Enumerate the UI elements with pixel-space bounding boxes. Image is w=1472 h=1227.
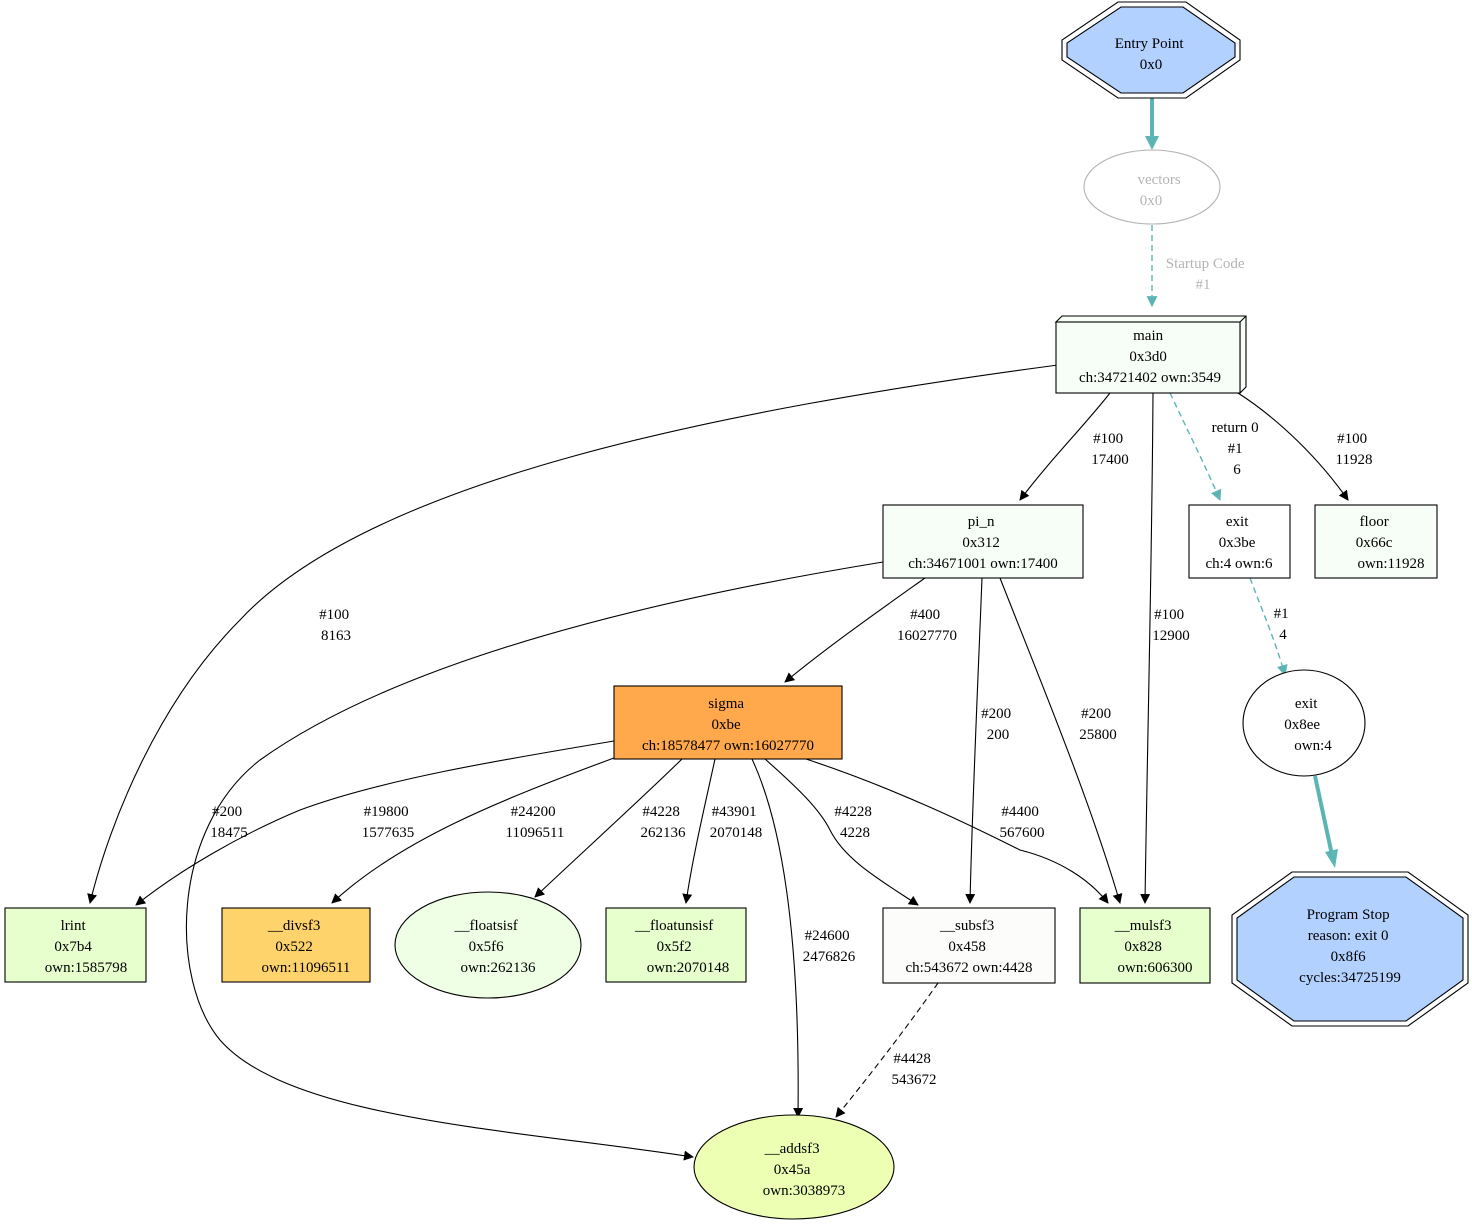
node-entry-point-fill — [1066, 6, 1236, 94]
node-sigma: sigma 0xbe ch:18578477 own:16027770 — [613, 685, 843, 760]
node-entry-point: Entry Point 0x0 — [1061, 1, 1241, 99]
edge-exit-stop — [1313, 775, 1334, 856]
svg-text:Entry Point 0x0: Entry Point 0x0 — [1115, 36, 1188, 73]
svg-text:__divsf3 0x522: __divsf3 0x522 own:11096511 — [262, 918, 351, 976]
edge-main-floor — [1237, 392, 1349, 501]
edge-main-lrint — [87, 364, 1059, 904]
edge-sigma-floatunsisf — [682, 758, 716, 904]
edge-label-exit-exit: #1 4 — [1274, 606, 1293, 643]
edges — [87, 98, 1349, 1161]
node-subsf3: __subsf3 0x458 ch:543672 own:4428 — [882, 907, 1056, 984]
edge-sigma-mulsf3 — [805, 758, 1109, 904]
edge-sigma-lrint — [135, 740, 615, 906]
node-program-stop-fill — [1236, 876, 1464, 1022]
edge-sigma-subsf3 — [764, 758, 919, 906]
edge-label-subsf3-addsf3: #4428 543672 — [892, 1051, 937, 1088]
edge-main-mulsf3 — [1140, 392, 1154, 904]
edge-label-pin-subsf3: #200 200 — [981, 706, 1015, 743]
node-floatsisf: __floatsisf 0x5f6 own:262136 — [394, 891, 582, 999]
svg-text:__addsf3 0x45a: __addsf3 0x45a own:3038973 — [763, 1141, 846, 1199]
edge-pin-subsf3 — [965, 577, 983, 904]
nodes: Entry Point 0x0 vectors 0x0 main 0x3d0 c… — [4, 1, 1469, 1220]
edge-sigma-floatsisf — [534, 758, 683, 898]
node-mulsf3: __mulsf3 0x828 own:606300 — [1079, 907, 1211, 984]
node-main: main 0x3d0 ch:34721402 own:3549 — [1054, 315, 1247, 395]
edge-label-main-exit: return 0 #1 6 — [1212, 420, 1263, 478]
edge-label-sigma-floatsisf: #4228 262136 — [641, 804, 687, 841]
edge-main-exit — [1169, 392, 1222, 502]
edge-subsf3-addsf3 — [835, 982, 939, 1118]
svg-text:exit 0x8ee own: exit 0x8ee own:4 — [1284, 696, 1332, 754]
node-floatunsisf: __floatunsisf 0x5f2 own:2070148 — [605, 907, 747, 983]
node-addsf3: __addsf3 0x45a own:3038973 — [693, 1114, 895, 1220]
edge-labels: Startup Code #1 #100 8163 #100 17400 #10… — [210, 256, 1372, 1088]
edge-pin-mulsf3 — [999, 577, 1123, 904]
node-floor: floor 0x66c own:11928 — [1314, 504, 1438, 579]
edge-main-pin — [1019, 392, 1111, 501]
svg-text:__mulsf3 0x828: __mulsf3 0x828 own:606300 — [1114, 918, 1193, 976]
svg-text:__subsf3 0x458: __subsf3 0x458 ch:543672 own:4428 — [905, 918, 1032, 976]
edge-pin-sigma — [784, 577, 926, 683]
edge-label-sigma-lrint: #19800 1577635 — [362, 804, 415, 841]
edge-label-sigma-addsf3: #24600 2476826 — [803, 928, 856, 965]
svg-text:sigma 0xbe ch:: sigma 0xbe ch:18578477 own:16027770 — [642, 696, 814, 754]
node-exit-ellipse: exit 0x8ee own:4 — [1242, 669, 1366, 777]
edge-label-pin-mulsf3: #200 25800 — [1079, 706, 1117, 743]
svg-text:__floatunsisf 0x5f2: __floatunsisf 0x5f2 own:2070148 — [634, 918, 729, 976]
node-divsf3: __divsf3 0x522 own:11096511 — [221, 907, 371, 983]
svg-text:floor 0x66c ow: floor 0x66c own:11928 — [1356, 514, 1425, 572]
node-exit-box: exit 0x3be ch:4 own:6 — [1188, 504, 1291, 579]
node-lrint: lrint 0x7b4 own:1585798 — [4, 907, 147, 983]
edge-label-sigma-divsf3: #24200 11096511 — [506, 804, 565, 841]
edge-label-main-lrint: #100 8163 — [319, 607, 353, 644]
edge-sigma-divsf3 — [331, 757, 615, 904]
edge-label-main-floor: #100 11928 — [1336, 431, 1373, 468]
edge-label-sigma-mulsf3: #4400 567600 — [1000, 804, 1045, 841]
svg-text:__floatsisf 0x5f6: __floatsisf 0x5f6 own:262136 — [453, 918, 536, 976]
node-program-stop: Program Stop reason: exit 0 0x8f6 cycles… — [1231, 871, 1469, 1027]
edge-label-main-mulsf3: #100 12900 — [1152, 607, 1190, 644]
svg-text:lrint 0x7b4 ow: lrint 0x7b4 own:1585798 — [45, 918, 128, 976]
edge-label-sigma-floatunsisf: #43901 2070148 — [710, 804, 763, 841]
edge-sigma-addsf3 — [751, 758, 804, 1118]
edge-label-vectors-main: Startup Code #1 — [1166, 256, 1249, 293]
node-vectors: vectors 0x0 — [1083, 149, 1221, 225]
svg-text:Program Stop reason: e: Program Stop reason: exit 0 0x8f6 cycles… — [1299, 907, 1401, 986]
edge-label-pin-sigma: #400 16027770 — [897, 607, 957, 644]
svg-text:main 0x3d0 ch:: main 0x3d0 ch:34721402 own:3549 — [1079, 328, 1221, 386]
svg-text:exit 0x3be ch:: exit 0x3be ch:4 own:6 — [1205, 514, 1273, 572]
node-pi-n: pi_n 0x312 ch:34671001 own:17400 — [882, 504, 1084, 579]
edge-exit-exit — [1249, 577, 1288, 677]
edge-pin-addsf3 — [185, 561, 884, 1161]
edge-label-sigma-subsf3: #4228 4228 — [834, 804, 875, 841]
edge-label-main-pin: #100 17400 — [1091, 431, 1129, 468]
edge-label-pin-addsf3: #200 18475 — [210, 804, 248, 841]
svg-text:pi_n 0x312 ch:: pi_n 0x312 ch:34671001 own:17400 — [908, 514, 1058, 572]
svg-text:vectors 0x0: vectors 0x0 — [1137, 172, 1184, 209]
